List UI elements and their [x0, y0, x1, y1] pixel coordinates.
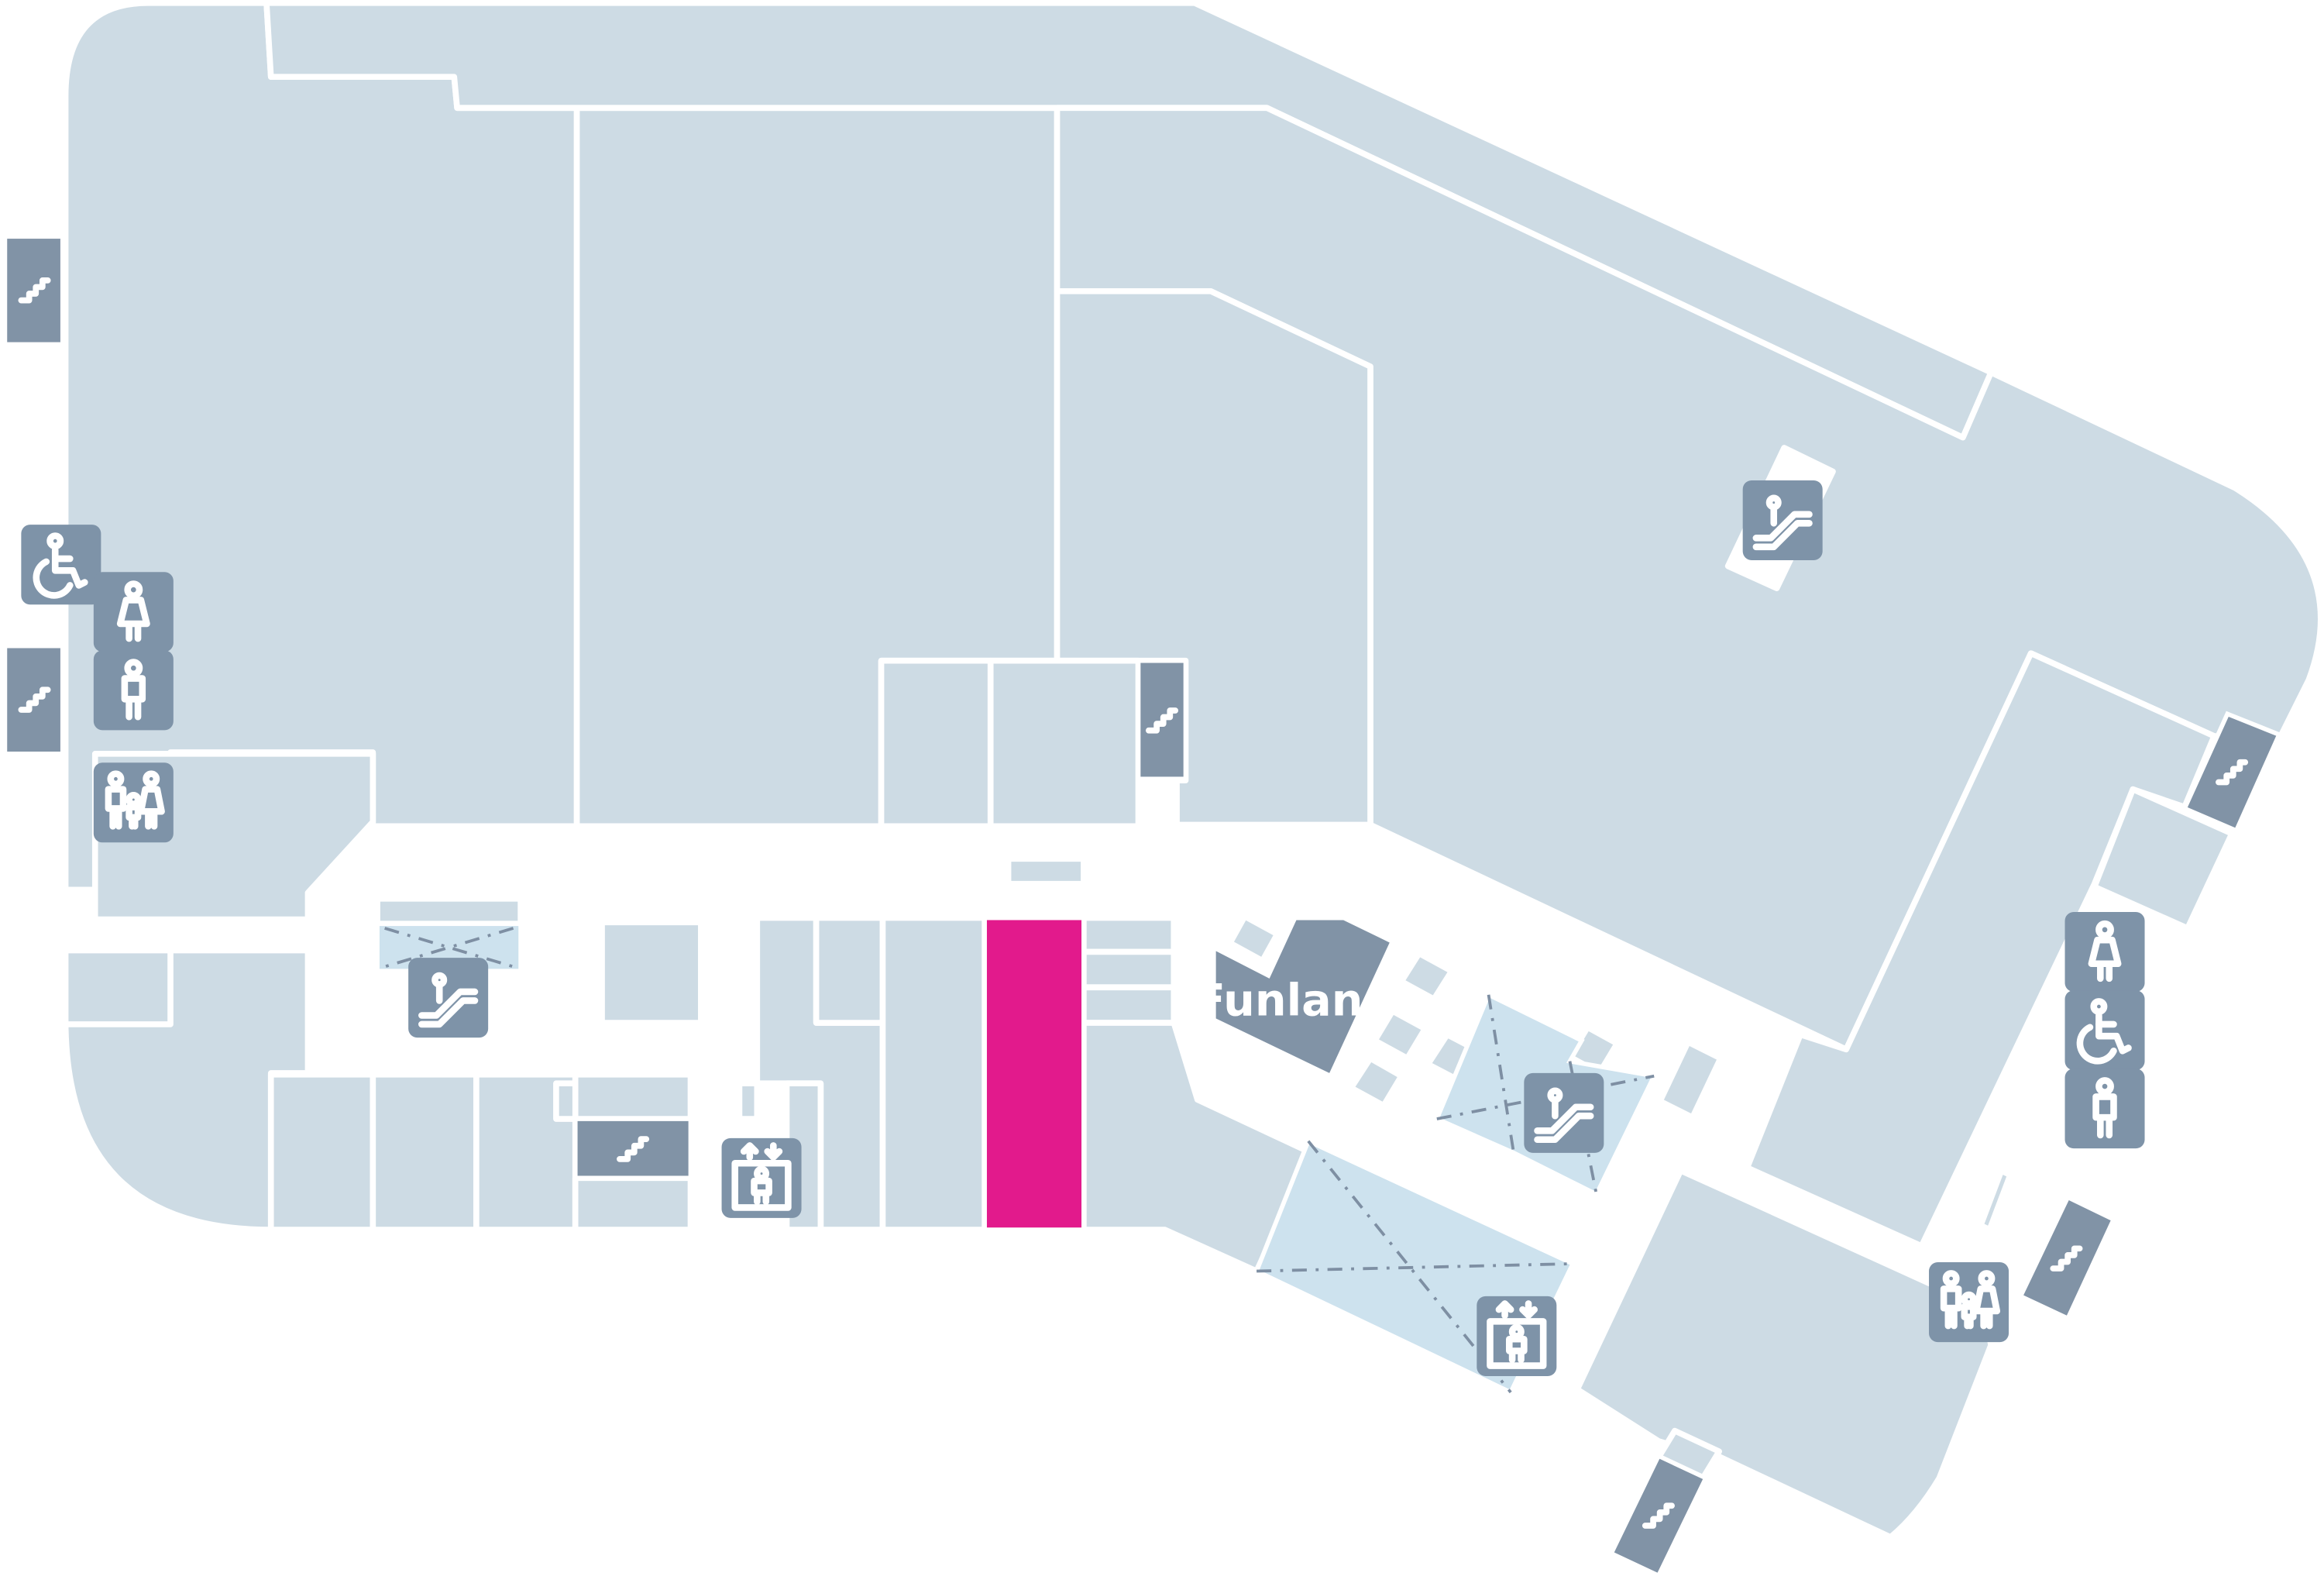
kiosk-3[interactable] — [1371, 1007, 1428, 1062]
family-room-icon[interactable] — [93, 762, 174, 843]
female-toilet-icon[interactable] — [2064, 911, 2145, 992]
unit-south-5[interactable] — [572, 1175, 694, 1233]
unit-east-wing-2[interactable] — [2091, 786, 2235, 931]
unit-east-of-highlight-2[interactable] — [1081, 948, 1177, 991]
unit-corridor-2[interactable] — [987, 657, 1142, 830]
unit-east-slot — [1977, 1167, 2013, 1233]
stairs-centre[interactable] — [1136, 658, 1188, 782]
stairs-west[interactable] — [2, 643, 65, 756]
lift-icon[interactable] — [721, 1137, 802, 1218]
male-toilet-icon[interactable] — [93, 650, 174, 731]
stairs-southeast[interactable] — [2017, 1194, 2117, 1322]
unit-island[interactable] — [599, 919, 704, 1026]
lift-icon[interactable] — [1477, 1296, 1557, 1376]
escalator-icon[interactable] — [408, 958, 489, 1038]
kiosk-4[interactable] — [1348, 1055, 1404, 1109]
stairs-northwest[interactable] — [2, 234, 65, 347]
kiosk-7[interactable] — [1657, 1039, 1724, 1120]
female-toilet-icon[interactable] — [93, 572, 174, 652]
unit-southwest-small[interactable] — [62, 947, 174, 1027]
building-units — [62, 0, 2324, 1540]
stairs-east[interactable] — [2181, 711, 2282, 834]
escalator-icon[interactable] — [1742, 480, 1823, 560]
unit-escalator-cover — [374, 895, 524, 927]
facility-icons — [21, 480, 2145, 1376]
unit-south-tiny[interactable] — [553, 1080, 579, 1122]
wheelchair-toilet-icon[interactable] — [2064, 990, 2145, 1071]
unit-centre-south-c[interactable] — [879, 914, 988, 1233]
unit-corridor-1[interactable] — [878, 657, 994, 830]
stairs-south[interactable] — [572, 1117, 693, 1181]
escalator-icon[interactable] — [1524, 1072, 1604, 1153]
family-room-icon[interactable] — [1929, 1262, 2009, 1343]
unit-east-of-highlight-1[interactable] — [1081, 914, 1177, 955]
stairs-blocks — [2, 234, 2282, 1579]
male-toilet-icon[interactable] — [2064, 1069, 2145, 1149]
unit-south-1[interactable] — [267, 1071, 376, 1233]
stairs-south-east-exit[interactable] — [1608, 1453, 1709, 1579]
unit-south-4[interactable] — [572, 1071, 694, 1122]
unit-south-2[interactable] — [370, 1071, 480, 1233]
highlighted-store[interactable] — [982, 915, 1086, 1232]
wheelchair-toilet-icon[interactable] — [21, 525, 101, 605]
unit-kiosk[interactable] — [1005, 855, 1087, 887]
funland-label: Funland — [1195, 975, 1395, 1026]
funland-area[interactable]: Funland — [1195, 915, 1396, 1079]
unit-east-of-highlight-3[interactable] — [1081, 984, 1177, 1026]
unit-centre-south-b[interactable] — [813, 914, 886, 1026]
kiosk-2[interactable] — [1398, 950, 1455, 1003]
kiosk-1[interactable] — [1226, 913, 1281, 964]
